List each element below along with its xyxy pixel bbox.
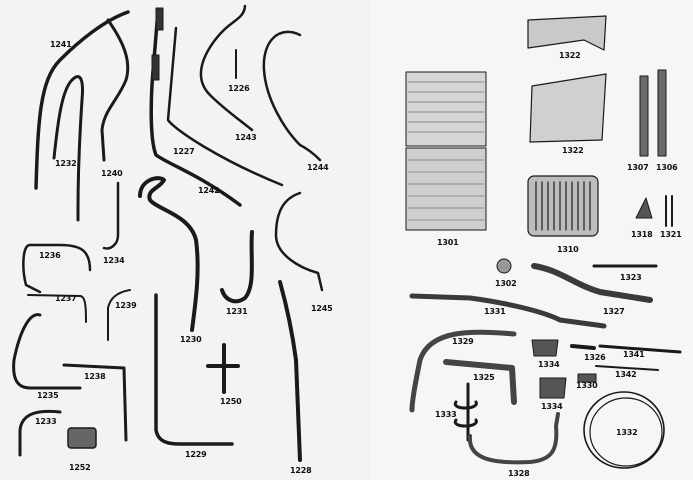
part-label-1333: 1333 xyxy=(435,410,457,419)
radiator-1301-lower xyxy=(405,147,487,231)
part-label-1244: 1244 xyxy=(307,163,329,172)
part-label-1239: 1239 xyxy=(115,301,137,310)
shroud-1322-lower xyxy=(529,73,607,143)
bolt-1330 xyxy=(577,373,597,383)
part-label-1334-upper: 1334 xyxy=(538,360,560,369)
pipe-1240 xyxy=(100,18,130,162)
part-label-1233: 1233 xyxy=(35,417,57,426)
left-parts-panel xyxy=(0,0,370,480)
part-label-1329: 1329 xyxy=(452,337,474,346)
part-label-1237: 1237 xyxy=(55,294,77,303)
part-label-1325: 1325 xyxy=(473,373,495,382)
pipe-1245 xyxy=(274,191,324,292)
pipe-1239 xyxy=(107,289,131,341)
part-label-1241: 1241 xyxy=(50,40,72,49)
part-label-1323: 1323 xyxy=(620,273,642,282)
part-label-1227: 1227 xyxy=(173,147,195,156)
part-label-1228: 1228 xyxy=(290,466,312,475)
part-label-1327: 1327 xyxy=(603,307,625,316)
radiator-1301-fins xyxy=(407,81,485,221)
part-label-1234: 1234 xyxy=(103,256,125,265)
part-label-1238: 1238 xyxy=(84,372,106,381)
part-label-1310: 1310 xyxy=(557,245,579,254)
part-label-1245: 1245 xyxy=(311,304,333,313)
part-label-1243: 1243 xyxy=(235,133,257,142)
pipe-1244 xyxy=(262,30,322,162)
part-label-1331: 1331 xyxy=(484,307,506,316)
hose-1325 xyxy=(443,359,517,405)
part-label-1322-lower: 1322 xyxy=(562,146,584,155)
heater-core-1310-fins xyxy=(535,181,591,231)
pipe-1329 xyxy=(409,329,517,413)
fitting-1252-body xyxy=(67,427,97,449)
pipe-1237 xyxy=(27,294,87,323)
part-label-1302: 1302 xyxy=(495,279,517,288)
pipe-1241 xyxy=(34,10,130,190)
fitting-1333 xyxy=(453,382,478,442)
fitting-1250 xyxy=(206,343,240,394)
part-label-1326: 1326 xyxy=(584,353,606,362)
pipe-1236 xyxy=(22,243,92,294)
pipe-1331 xyxy=(409,293,607,329)
part-label-1332: 1332 xyxy=(616,428,638,437)
part-label-1322-upper: 1322 xyxy=(559,51,581,60)
part-label-1301: 1301 xyxy=(437,238,459,247)
part-label-1307: 1307 xyxy=(627,163,649,172)
coil-1332 xyxy=(583,391,665,469)
part-label-1306: 1306 xyxy=(656,163,678,172)
heater-core-1310 xyxy=(527,175,599,237)
part-label-1328: 1328 xyxy=(508,469,530,478)
part-label-1232: 1232 xyxy=(55,159,77,168)
bracket-1306 xyxy=(657,69,667,157)
pipe-1228 xyxy=(278,280,302,462)
part-label-1250: 1250 xyxy=(220,397,242,406)
pipe-1232 xyxy=(52,75,84,222)
clip-1318 xyxy=(635,197,653,219)
pipe-1235 xyxy=(12,313,82,390)
part-label-1240: 1240 xyxy=(101,169,123,178)
pipe-1328 xyxy=(467,412,560,465)
part-label-1231: 1231 xyxy=(226,307,248,316)
rod-1341 xyxy=(598,344,682,354)
pipe-1242 xyxy=(166,26,284,187)
pipe-1238 xyxy=(62,363,128,442)
hose-1327 xyxy=(531,263,653,303)
pipe-1233 xyxy=(18,409,62,457)
bracket-1307 xyxy=(639,75,649,157)
pipe-1229 xyxy=(154,293,234,446)
part-label-1330: 1330 xyxy=(576,381,598,390)
part-label-1342: 1342 xyxy=(615,370,637,379)
part-label-1236: 1236 xyxy=(39,251,61,260)
part-label-1235: 1235 xyxy=(37,391,59,400)
part-label-1318: 1318 xyxy=(631,230,653,239)
rod-1342 xyxy=(595,365,659,371)
part-label-1242: 1242 xyxy=(198,186,220,195)
shroud-1322-upper xyxy=(527,15,607,51)
part-label-1334-lower: 1334 xyxy=(541,402,563,411)
valve-1334-lower xyxy=(539,377,567,399)
pipe-1231 xyxy=(220,230,254,304)
part-label-1230: 1230 xyxy=(180,335,202,344)
grommet-1326 xyxy=(570,344,596,350)
cap-1302 xyxy=(496,258,512,274)
part-label-1321: 1321 xyxy=(660,230,682,239)
part-label-1229: 1229 xyxy=(185,450,207,459)
pipe-1227-cap xyxy=(155,7,164,31)
coil-1332-inner xyxy=(589,397,663,467)
part-label-1226: 1226 xyxy=(228,84,250,93)
part-label-1341: 1341 xyxy=(623,350,645,359)
valve-1334-upper xyxy=(531,339,559,357)
pipe-1227 xyxy=(149,8,242,207)
pipe-1230 xyxy=(138,176,200,332)
pins-1321 xyxy=(665,195,673,227)
part-label-1252: 1252 xyxy=(69,463,91,472)
radiator-1301-upper xyxy=(405,71,487,147)
pipe-1227-nut xyxy=(151,54,160,81)
pipe-1234 xyxy=(102,181,120,250)
pipe-1243 xyxy=(199,4,254,132)
